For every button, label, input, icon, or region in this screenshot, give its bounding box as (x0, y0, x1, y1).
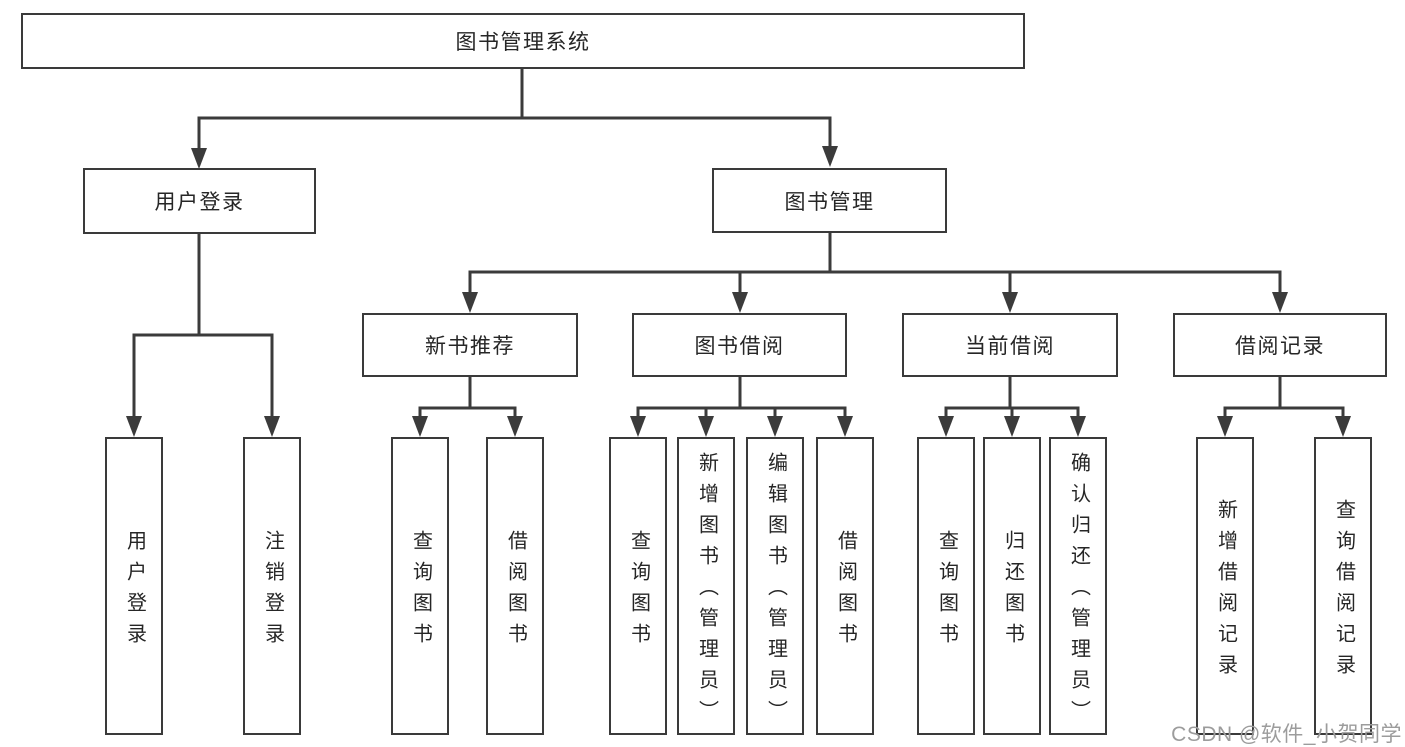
leaf-recommend-borrow-books-label: 借阅图书 (504, 529, 527, 654)
leaf-borrowing-edit-books: 编辑图书（管理员） (746, 437, 804, 735)
csdn-watermark: CSDN @软件_小贺同学 (1171, 723, 1402, 746)
leaf-borrowing-query-books-label: 查询图书 (627, 529, 650, 654)
leaf-recommend-query-books: 查询图书 (391, 437, 449, 735)
node-root-system-label: 图书管理系统 (455, 31, 591, 54)
node-book-borrowing: 图书借阅 (632, 313, 847, 377)
node-user-login-label: 用户登录 (154, 191, 245, 214)
arrowheads (126, 146, 1351, 437)
leaf-borrowing-add-books: 新增图书（管理员） (677, 437, 735, 735)
node-current-borrowing-label: 当前借阅 (965, 335, 1055, 358)
leaf-current-query-books-label: 查询图书 (935, 529, 958, 654)
node-root-system: 图书管理系统 (21, 13, 1025, 69)
leaf-borrowing-add-books-label: 新增图书（管理员） (695, 452, 718, 731)
leaf-borrowing-edit-books-label: 编辑图书（管理员） (764, 452, 787, 731)
node-user-login: 用户登录 (83, 168, 316, 234)
leaf-records-query-record: 查询借阅记录 (1314, 437, 1372, 735)
node-book-management: 图书管理 (712, 168, 947, 233)
leaf-user-login: 用户登录 (105, 437, 163, 735)
node-current-borrowing: 当前借阅 (902, 313, 1118, 377)
leaf-current-query-books: 查询图书 (917, 437, 975, 735)
leaf-user-login-label: 用户登录 (123, 529, 146, 654)
leaf-records-add-record: 新增借阅记录 (1196, 437, 1254, 735)
leaf-current-return-books: 归还图书 (983, 437, 1041, 735)
leaf-recommend-query-books-label: 查询图书 (409, 529, 432, 654)
leaf-current-confirm-return: 确认归还（管理员） (1049, 437, 1107, 735)
leaf-records-query-record-label: 查询借阅记录 (1332, 498, 1355, 685)
leaf-logout-label: 注销登录 (261, 529, 284, 654)
leaf-borrowing-borrow-books: 借阅图书 (816, 437, 874, 735)
leaf-current-confirm-return-label: 确认归还（管理员） (1067, 452, 1090, 731)
node-new-book-recommend-label: 新书推荐 (425, 335, 515, 358)
node-book-management-label: 图书管理 (784, 190, 875, 214)
node-new-book-recommend: 新书推荐 (362, 313, 578, 377)
leaf-logout: 注销登录 (243, 437, 301, 735)
node-borrowing-records-label: 借阅记录 (1235, 335, 1325, 358)
leaf-recommend-borrow-books: 借阅图书 (486, 437, 544, 735)
leaf-records-add-record-label: 新增借阅记录 (1214, 498, 1237, 685)
leaf-borrowing-query-books: 查询图书 (609, 437, 667, 735)
node-borrowing-records: 借阅记录 (1173, 313, 1387, 377)
leaf-current-return-books-label: 归还图书 (1001, 529, 1024, 654)
node-book-borrowing-label: 图书借阅 (694, 335, 785, 358)
leaf-borrowing-borrow-books-label: 借阅图书 (834, 529, 857, 654)
